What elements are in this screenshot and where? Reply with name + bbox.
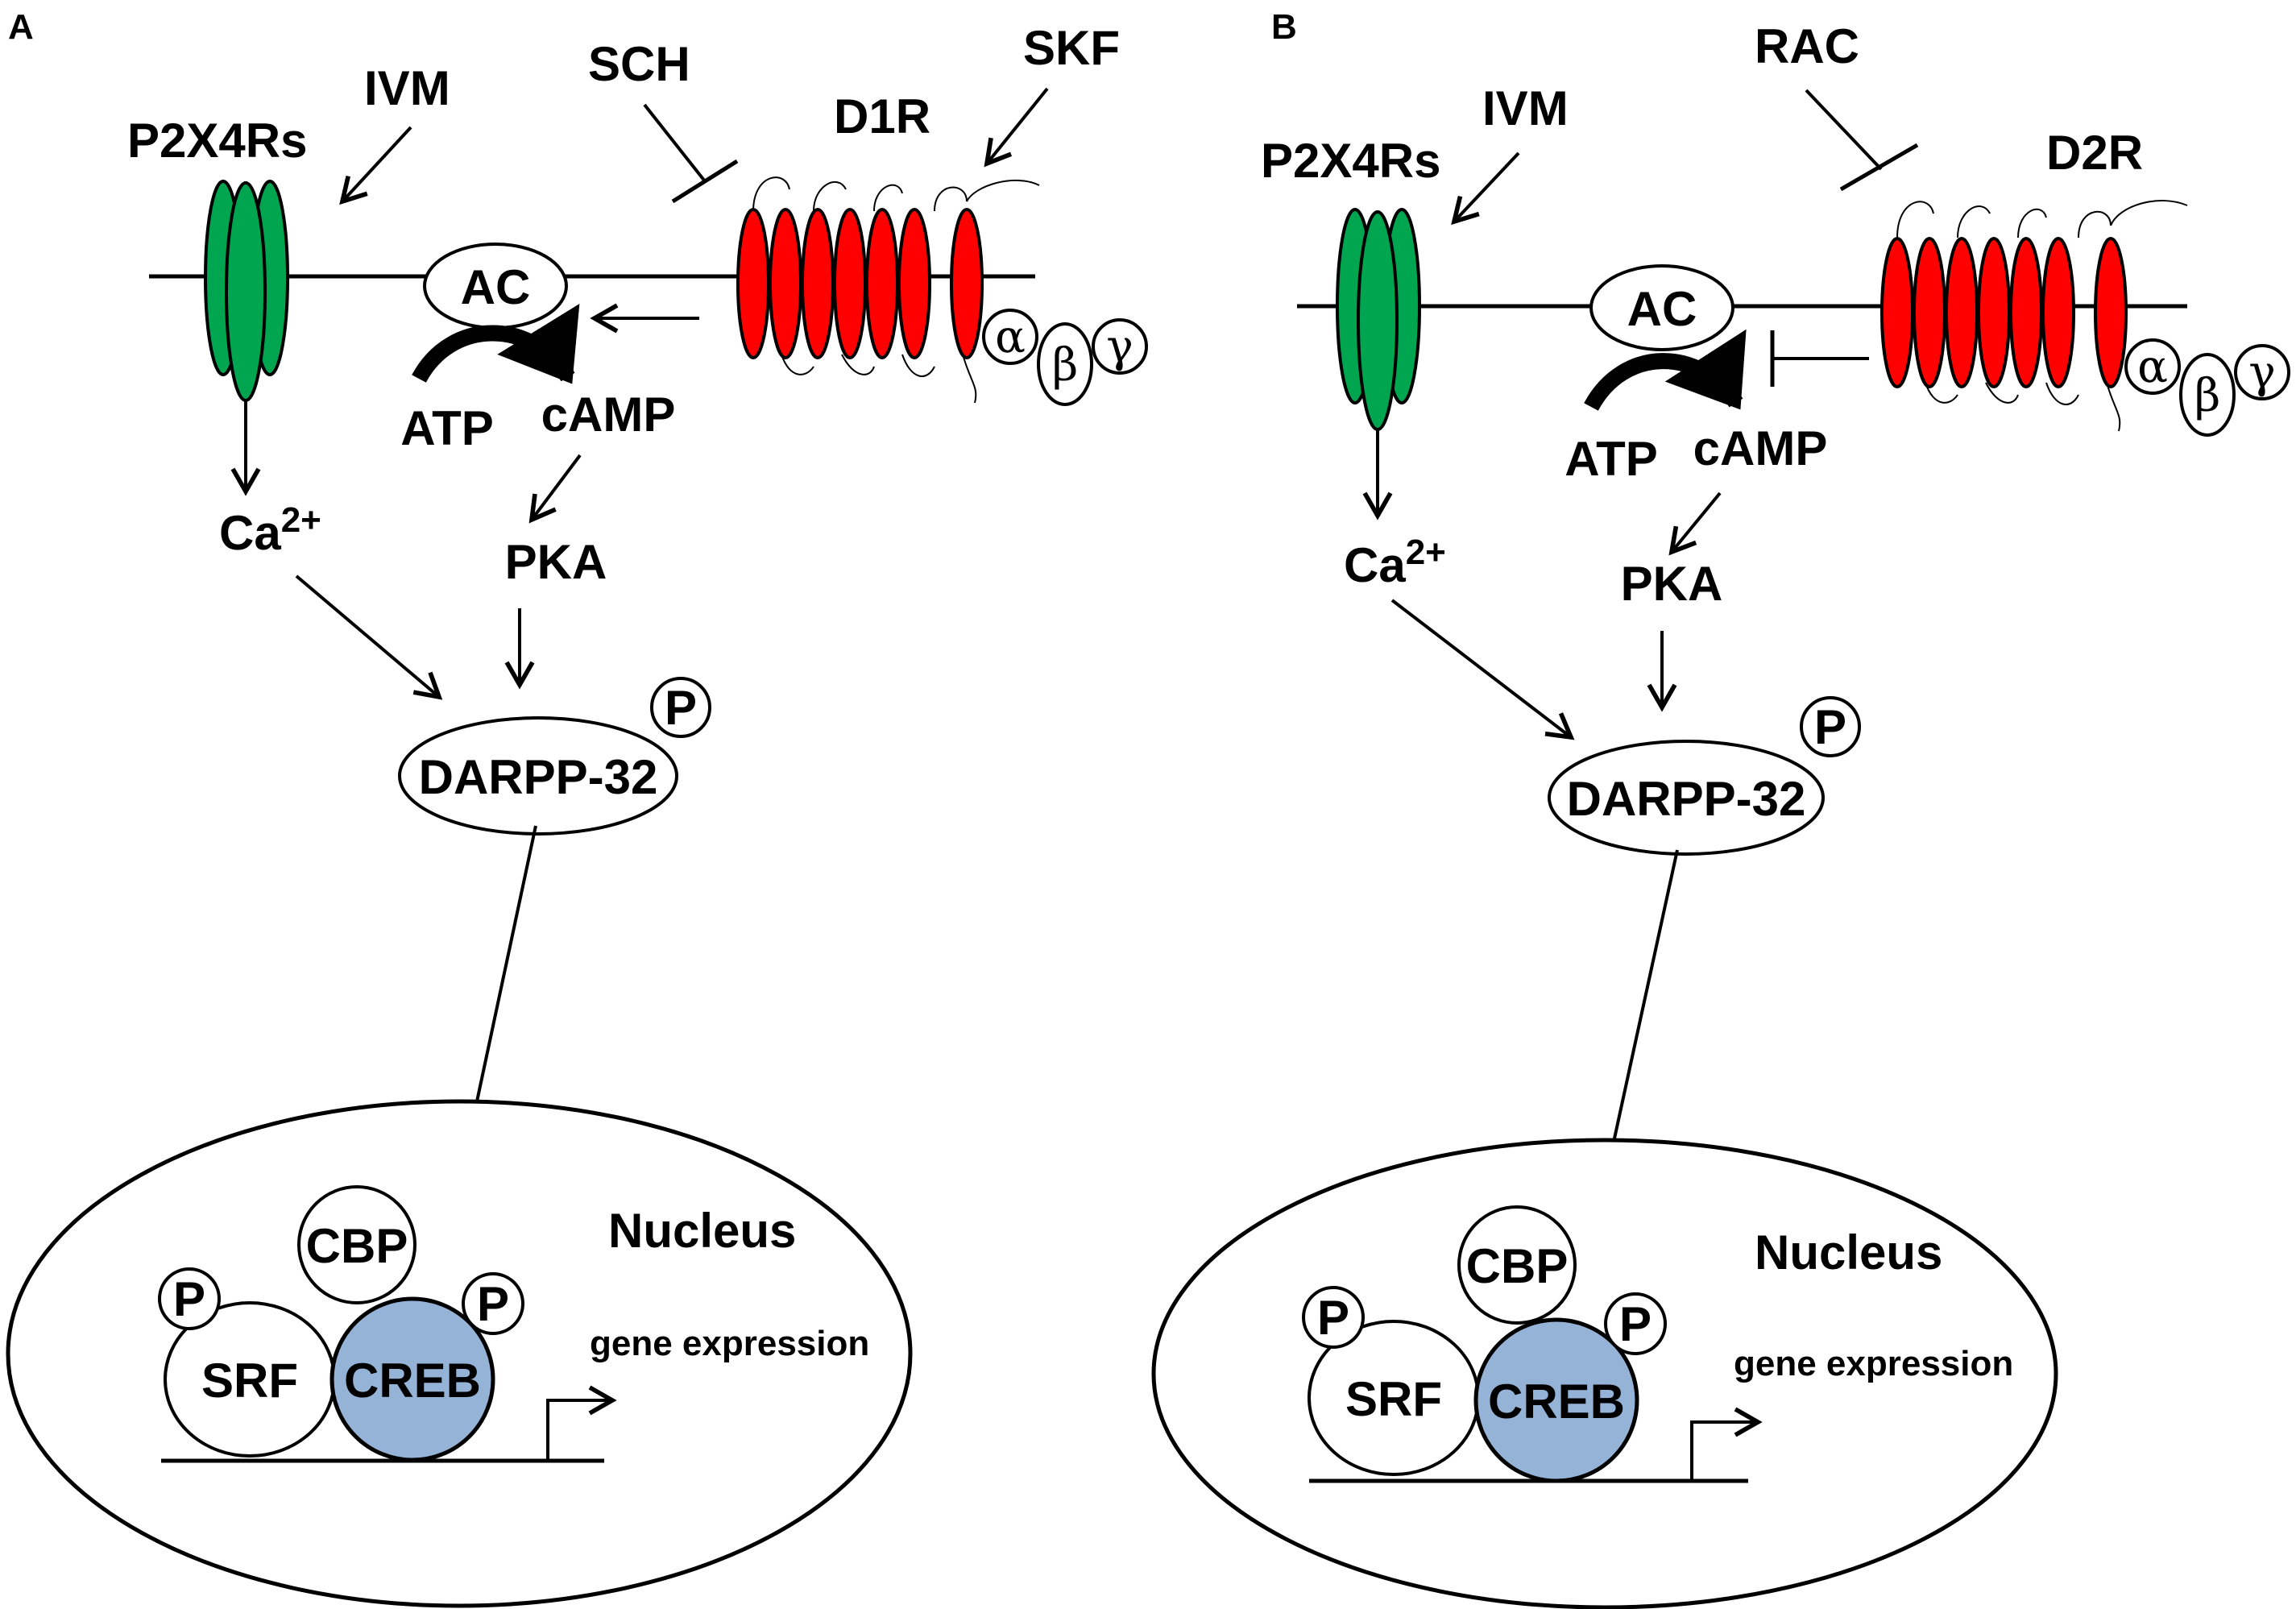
gene-expression-label: gene expression <box>1734 1344 2013 1383</box>
pka-label: PKA <box>1621 557 1723 611</box>
receptor-label: D1R <box>834 89 930 143</box>
phospho-label: P <box>665 681 697 735</box>
ivm-label: IVM <box>364 61 450 115</box>
creb-phospho <box>1604 1292 1667 1355</box>
atp-label: ATP <box>1565 432 1658 486</box>
pka-label: PKA <box>505 535 607 589</box>
darpp-label: DARPP-32 <box>1567 772 1806 826</box>
ivm-arrow <box>339 126 412 205</box>
gamma-label: γ <box>1106 321 1133 373</box>
atp-camp-arrow <box>412 303 580 384</box>
phospho-label: P <box>1814 700 1846 754</box>
atp-camp-arrow <box>1584 329 1747 411</box>
cbp <box>297 1185 417 1304</box>
darpp-phospho <box>1800 696 1861 757</box>
nucleus-label: Nucleus <box>608 1204 796 1258</box>
srf-phospho-label: P <box>1317 1291 1349 1345</box>
gene-expression-label: gene expression <box>590 1324 869 1363</box>
receptor-label: D2R <box>2046 126 2143 180</box>
alpha-label: α <box>995 311 1026 363</box>
ivm-arrow <box>1451 151 1520 226</box>
srf-phospho <box>1302 1286 1365 1349</box>
antagonist-inhibit-bar <box>671 159 739 204</box>
calcium-to-darpp-arrow <box>1390 599 1575 740</box>
beta-label: β <box>2194 370 2220 422</box>
transcription-start-arrow <box>1690 1407 1763 1481</box>
calcium-to-darpp-arrow <box>295 574 443 700</box>
agonist-label: SKF <box>1023 21 1120 75</box>
creb-phospho-label: P <box>477 1277 509 1331</box>
darpp-label: DARPP-32 <box>419 750 658 804</box>
antagonist-inhibit-line <box>643 103 707 183</box>
cbp <box>1457 1205 1577 1325</box>
antagonist-inhibit-line <box>1805 89 1883 171</box>
darpp32 <box>398 716 678 836</box>
p2x4-receptor <box>204 180 289 496</box>
darpp-phospho <box>650 677 711 738</box>
adenylyl-cyclase <box>1589 264 1734 351</box>
panel-letter: A <box>8 7 34 47</box>
alpha-label: α <box>2137 341 2168 393</box>
atp-label: ATP <box>400 401 494 455</box>
panel-b: B P2X4Rs IVM AC ATP cAMP D2R <box>1151 7 2290 1609</box>
g-protein: α β γ <box>982 309 1148 406</box>
d2r-receptor <box>1880 200 2188 432</box>
camp-label: cAMP <box>541 388 676 442</box>
cbp-label: CBP <box>1466 1239 1569 1293</box>
srf-phospho-label: P <box>173 1272 205 1326</box>
g-protein: α β γ <box>2124 338 2290 437</box>
panel-letter: B <box>1271 7 1297 47</box>
cbp-label: CBP <box>306 1219 408 1273</box>
p2x4-label: P2X4Rs <box>127 114 307 168</box>
ac-label: AC <box>1627 282 1697 336</box>
creb-label: CREB <box>344 1354 481 1408</box>
antagonist-inhibit-bar <box>1839 143 1919 192</box>
ac-label: AC <box>461 260 531 314</box>
ivm-label: IVM <box>1482 81 1569 135</box>
agonist-arrow <box>984 87 1049 168</box>
srf-label: SRF <box>201 1354 298 1408</box>
gamma-label: γ <box>2248 346 2275 399</box>
camp-to-pka-arrow <box>528 454 582 524</box>
calcium-label: Ca2+ <box>219 500 321 560</box>
camp-to-pka-arrow <box>1668 491 1722 556</box>
panel-a: A P2X4Rs IVM AC ATP cAMP <box>6 7 1148 1608</box>
camp-label: cAMP <box>1693 421 1828 475</box>
darpp32 <box>1548 740 1825 856</box>
antagonist-label: SCH <box>588 37 690 91</box>
srf-phospho <box>158 1267 221 1330</box>
antagonist-label: RAC <box>1755 19 1859 73</box>
p2x4-receptor <box>1336 208 1421 520</box>
d1r-receptor <box>736 176 1040 404</box>
creb-label: CREB <box>1488 1375 1625 1429</box>
creb-phospho <box>462 1272 524 1335</box>
creb-phospho-label: P <box>1619 1297 1652 1351</box>
beta-label: β <box>1052 339 1078 392</box>
srf-label: SRF <box>1345 1372 1442 1426</box>
nucleus-label: Nucleus <box>1755 1225 1942 1279</box>
transcription-start-arrow <box>546 1385 617 1461</box>
p2x4-label: P2X4Rs <box>1261 134 1440 188</box>
calcium-label: Ca2+ <box>1344 533 1446 592</box>
